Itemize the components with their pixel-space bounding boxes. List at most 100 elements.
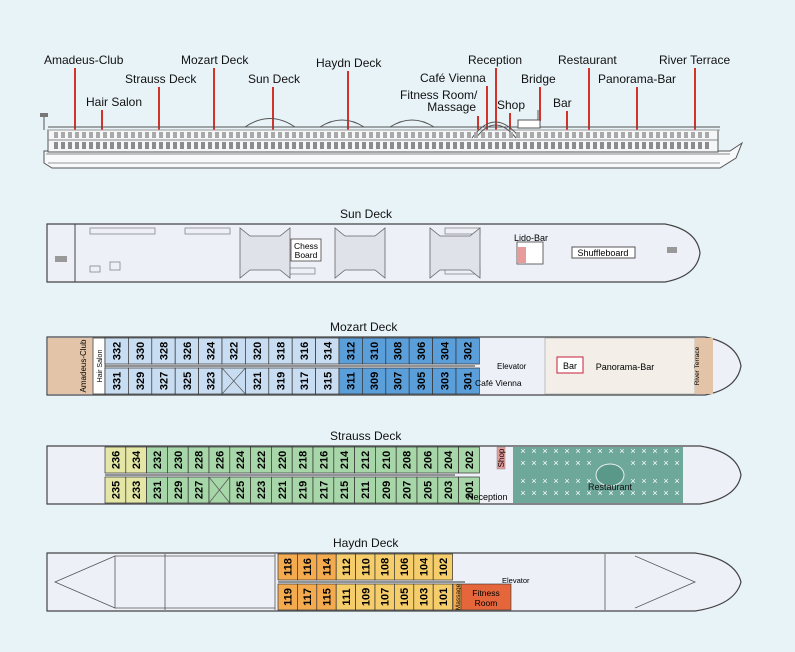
cabin — [432, 583, 453, 611]
profile-window — [635, 132, 639, 138]
profile-window — [348, 132, 352, 138]
profile-window — [467, 132, 471, 138]
cabin-number: 102 — [438, 558, 450, 576]
profile-window — [586, 132, 590, 138]
restaurant-table: × — [652, 488, 657, 498]
profile-window — [180, 142, 184, 149]
profile-window — [236, 132, 240, 138]
restaurant-table: × — [630, 446, 635, 456]
profile-window — [425, 132, 429, 138]
label-strauss-deck: Strauss Deck — [125, 72, 197, 86]
mozart-panorama-bar-label: Panorama-Bar — [596, 362, 655, 372]
restaurant-table: × — [597, 446, 602, 456]
cabin-number: 217 — [318, 481, 330, 499]
profile-window — [467, 142, 471, 149]
profile-window — [166, 132, 170, 138]
profile-window — [96, 132, 100, 138]
cabin-number: 104 — [419, 557, 431, 576]
label-fitness-line1: Fitness Room/ — [400, 88, 478, 102]
cabin-number: 219 — [298, 481, 310, 499]
restaurant-table: × — [641, 446, 646, 456]
cabin-number: 220 — [277, 451, 289, 469]
profile-window — [614, 132, 618, 138]
profile-window — [159, 142, 163, 149]
profile-window — [75, 132, 79, 138]
profile-window — [579, 132, 583, 138]
cabin-number: 301 — [463, 372, 475, 390]
restaurant-table: × — [542, 476, 547, 486]
profile-window — [68, 132, 72, 138]
cabin-number: 117 — [302, 588, 314, 606]
cabin-number: 106 — [399, 558, 411, 576]
lido-bar-accent — [518, 247, 526, 263]
haydn-elevator-label: Elevator — [502, 576, 530, 585]
cabin-number: 206 — [422, 451, 434, 469]
cabin-number: 234 — [131, 450, 143, 469]
profile-window — [446, 132, 450, 138]
profile-window — [488, 142, 492, 149]
cabin-number: 329 — [135, 372, 147, 390]
restaurant-table: × — [674, 476, 679, 486]
restaurant-table: × — [520, 488, 525, 498]
cabin — [455, 367, 480, 395]
profile-window — [495, 142, 499, 149]
cabin-number: 228 — [194, 451, 206, 469]
profile-window — [544, 132, 548, 138]
cabin-number: 110 — [360, 558, 372, 576]
restaurant-table: × — [520, 446, 525, 456]
profile-window — [509, 132, 513, 138]
label-sun-deck: Sun Deck — [248, 72, 301, 86]
profile-window — [376, 142, 380, 149]
label-shop: Shop — [497, 98, 526, 112]
profile-window — [530, 142, 534, 149]
profile-window — [369, 142, 373, 149]
profile-window — [173, 132, 177, 138]
cabin-number: 310 — [369, 342, 381, 360]
profile-window — [369, 132, 373, 138]
profile-window — [432, 132, 436, 138]
profile-window — [152, 132, 156, 138]
profile-window — [313, 132, 317, 138]
profile-window — [243, 132, 247, 138]
cabin-number: 118 — [283, 558, 295, 576]
profile-window — [89, 132, 93, 138]
profile-window — [194, 132, 198, 138]
profile-window — [572, 142, 576, 149]
label-cafe-vienna: Café Vienna — [420, 71, 486, 85]
profile-window — [138, 132, 142, 138]
profile-window — [103, 132, 107, 138]
profile-window — [663, 132, 667, 138]
mozart-elevator-label: Elevator — [497, 362, 527, 371]
restaurant-table: × — [608, 488, 613, 498]
profile-window — [327, 132, 331, 138]
profile-window — [264, 132, 268, 138]
profile-window — [404, 142, 408, 149]
profile-window — [565, 132, 569, 138]
profile-window — [355, 142, 359, 149]
cabin-number: 101 — [438, 588, 450, 606]
cabin-number: 325 — [182, 372, 194, 390]
leader-haydn-deck — [347, 71, 349, 167]
profile-window — [600, 142, 604, 149]
profile-window — [355, 132, 359, 138]
label-amadeus-club: Amadeus-Club — [44, 53, 124, 67]
profile-window — [411, 142, 415, 149]
cabin-number: 306 — [416, 342, 428, 360]
profile-window — [621, 132, 625, 138]
profile-window — [131, 132, 135, 138]
restaurant-table: × — [586, 476, 591, 486]
profile-window — [502, 142, 506, 149]
profile-window — [257, 132, 261, 138]
profile-window — [145, 142, 149, 149]
strauss-shop-label: Shop — [497, 448, 506, 467]
profile-window — [320, 142, 324, 149]
profile-window — [670, 142, 674, 149]
cabin-number: 326 — [182, 342, 194, 360]
profile-window — [460, 142, 464, 149]
profile-window — [411, 132, 415, 138]
profile-window — [453, 132, 457, 138]
profile-window — [257, 142, 261, 149]
